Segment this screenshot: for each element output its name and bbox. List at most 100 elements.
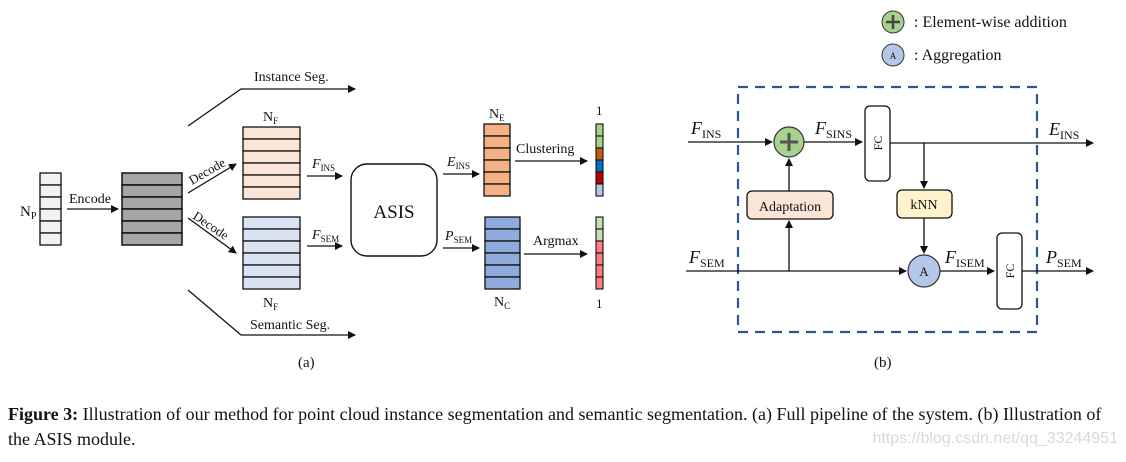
- panel-b: : Element-wise addition A : Aggregation …: [686, 10, 1094, 371]
- caption-figure-number: Figure 3:: [8, 404, 79, 424]
- fc-bottom-label: FC: [1003, 264, 1017, 279]
- decode-label-bottom: Decode: [190, 208, 231, 243]
- e-ins-label-b: EINS: [1048, 119, 1079, 142]
- fc-top-label: FC: [871, 136, 885, 151]
- cell: [242, 240, 301, 254]
- f-ins-label-b: FINS: [690, 118, 721, 141]
- decode-arrow-bottom: [187, 217, 237, 254]
- cell: [242, 264, 301, 278]
- asis-module-box: [350, 163, 438, 257]
- legend-aggregation-text: : Aggregation: [914, 47, 1002, 64]
- cell: [484, 240, 521, 254]
- caption-text: Illustration of our method for point clo…: [8, 404, 1102, 449]
- p-sem-prediction-block: [484, 216, 521, 290]
- cell: [39, 172, 62, 186]
- cell: [39, 232, 62, 246]
- cell: [242, 126, 301, 140]
- legend-addition-text: : Element-wise addition: [914, 14, 1067, 31]
- cell: [242, 162, 301, 176]
- f-ins-label-a: FINS: [311, 157, 335, 173]
- instance-seg-branch: [187, 85, 356, 127]
- cell: [483, 147, 511, 161]
- input-points-column: [39, 172, 62, 246]
- cell: [39, 208, 62, 222]
- cell: [595, 228, 604, 242]
- cell: [595, 147, 604, 161]
- f-sem-label-b: FSEM: [688, 247, 725, 270]
- instance-seg-label: Instance Seg.: [254, 70, 329, 85]
- cell: [483, 159, 511, 173]
- cell: [242, 276, 301, 290]
- cell: [595, 171, 604, 185]
- cell: [121, 232, 183, 246]
- np-label: NP: [20, 204, 37, 222]
- cell: [242, 138, 301, 152]
- f-sins-label: FSINS: [814, 118, 852, 141]
- cell: [242, 186, 301, 200]
- decode-label-top: Decode: [186, 155, 228, 188]
- nf-top-label: NF: [263, 110, 278, 126]
- cell: [121, 172, 183, 186]
- cell: [242, 228, 301, 242]
- p-sem-label-b: PSEM: [1045, 247, 1082, 270]
- cell: [484, 252, 521, 266]
- encoded-features-block: [121, 172, 183, 246]
- cell: [39, 184, 62, 198]
- f-sem-feature-block: [242, 216, 301, 290]
- cell: [595, 240, 604, 254]
- cell: [483, 171, 511, 185]
- cell: [39, 196, 62, 210]
- cell: [595, 252, 604, 266]
- cell: [595, 264, 604, 278]
- instance-label-column: [595, 123, 604, 197]
- cell: [121, 208, 183, 222]
- asis-label: ASIS: [373, 202, 414, 223]
- aggregation-icon: [881, 43, 905, 67]
- cell: [483, 135, 511, 149]
- adaptation-box: [746, 190, 834, 220]
- p-sem-label-a: PSEM: [444, 229, 472, 245]
- semantic-output-dim-label: 1: [596, 296, 603, 311]
- panel-b-label: (b): [874, 355, 892, 371]
- knn-label: kNN: [910, 198, 937, 213]
- cell: [121, 196, 183, 210]
- argmax-label: Argmax: [533, 234, 579, 249]
- cell: [483, 183, 511, 197]
- cell: [483, 123, 511, 137]
- encode-label: Encode: [69, 192, 111, 207]
- watermark: https://blog.csdn.net/qq_33244951: [872, 430, 1118, 447]
- e-ins-label-a: EINS: [446, 155, 470, 171]
- cell: [595, 216, 604, 230]
- cell: [595, 123, 604, 137]
- cell: [484, 264, 521, 278]
- clustering-label: Clustering: [516, 142, 574, 157]
- legend: : Element-wise addition A : Aggregation: [881, 10, 1067, 67]
- cell: [121, 220, 183, 234]
- ne-label: NE: [489, 107, 505, 123]
- cell: [242, 174, 301, 188]
- semantic-seg-branch: [187, 289, 356, 339]
- cell: [242, 216, 301, 230]
- adaptation-label: Adaptation: [759, 200, 821, 215]
- decode-arrow-top: [187, 163, 237, 194]
- svg-text:A: A: [919, 264, 929, 279]
- f-ins-feature-block: [242, 126, 301, 200]
- figure-diagram: NP Encode Instance Seg. Semantic Seg. De…: [20, 10, 1094, 371]
- cell: [595, 276, 604, 290]
- f-isem-label: FISEM: [944, 247, 985, 270]
- semantic-seg-label: Semantic Seg.: [250, 318, 330, 333]
- cell: [242, 150, 301, 164]
- panel-a-label: (a): [298, 355, 315, 371]
- svg-text:A: A: [890, 51, 897, 61]
- f-sem-label-a: FSEM: [311, 228, 339, 244]
- cell: [484, 276, 521, 290]
- cell: [39, 220, 62, 234]
- semantic-label-column: [595, 216, 604, 290]
- e-ins-embedding-block: [483, 123, 511, 197]
- cell: [595, 183, 604, 197]
- cell: [484, 216, 521, 230]
- cell: [484, 228, 521, 242]
- cell: [595, 159, 604, 173]
- nc-label: NC: [494, 295, 510, 311]
- cell: [242, 252, 301, 266]
